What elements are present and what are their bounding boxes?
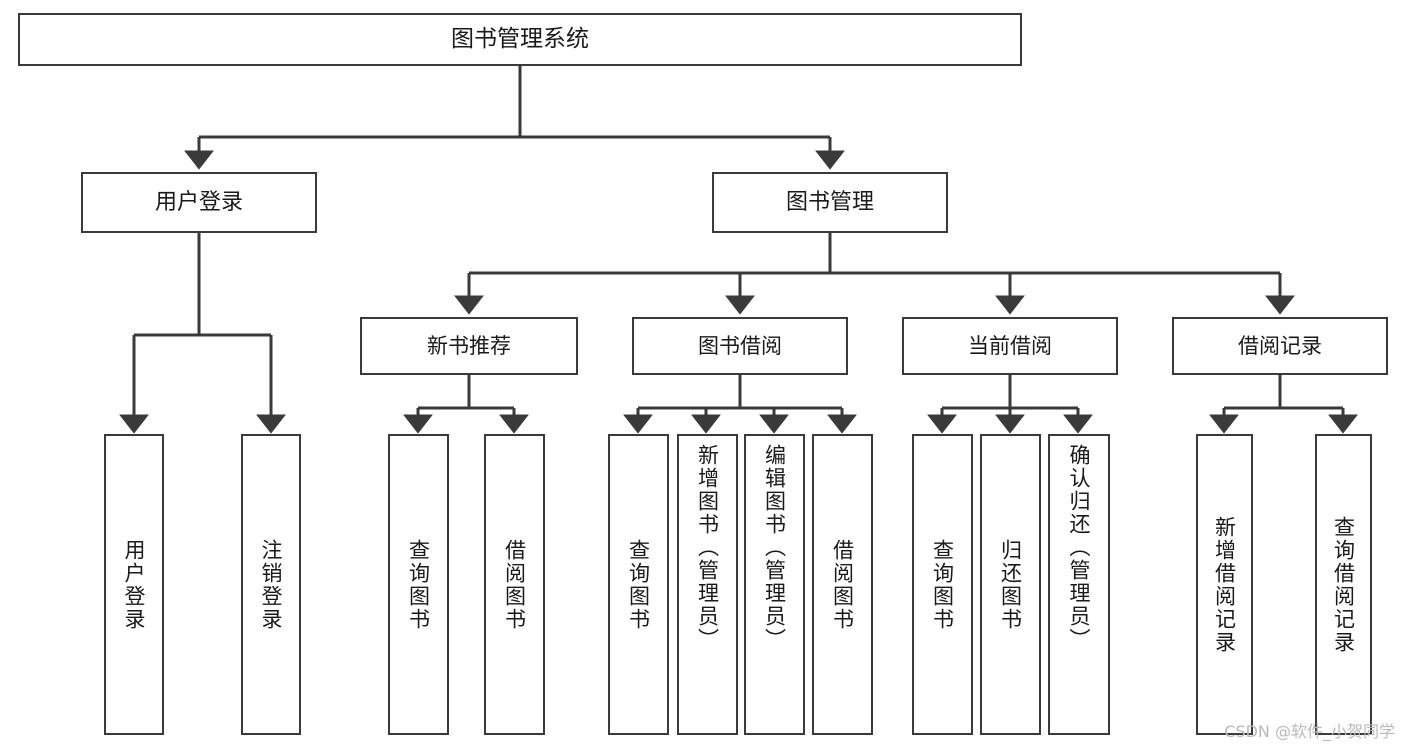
leaf-book-borrow-edit[interactable]: 编辑图书（管理员）: [744, 434, 805, 735]
node-root-system[interactable]: 图书管理系统: [18, 13, 1022, 66]
node-user-login-label: 用户登录: [154, 189, 243, 215]
node-new-book-recommend[interactable]: 新书推荐: [360, 317, 578, 375]
leaf-user-login-logout-label: 注销登录: [259, 538, 284, 631]
leaf-borrow-record-add[interactable]: 新增借阅记录: [1196, 434, 1253, 735]
leaf-book-borrow-borrow-label: 借阅图书: [830, 538, 855, 631]
leaf-current-borrow-query-label: 查询图书: [930, 538, 955, 631]
leaf-current-borrow-query[interactable]: 查询图书: [912, 434, 973, 735]
leaf-new-book-borrow-label: 借阅图书: [502, 538, 527, 631]
node-book-borrow[interactable]: 图书借阅: [632, 317, 848, 375]
leaf-book-borrow-query[interactable]: 查询图书: [608, 434, 669, 735]
node-new-book-recommend-label: 新书推荐: [427, 333, 511, 358]
leaf-current-borrow-return[interactable]: 归还图书: [980, 434, 1041, 735]
leaf-book-borrow-borrow[interactable]: 借阅图书: [812, 434, 873, 735]
leaf-user-login-logout[interactable]: 注销登录: [241, 434, 301, 735]
node-book-manage-label: 图书管理: [785, 189, 874, 215]
node-book-manage[interactable]: 图书管理: [712, 172, 948, 233]
leaf-book-borrow-add-label: 新增图书（管理员）: [695, 444, 720, 651]
leaf-new-book-query[interactable]: 查询图书: [388, 434, 449, 735]
leaf-book-borrow-add[interactable]: 新增图书（管理员）: [677, 434, 738, 735]
leaf-user-login-login-label: 用户登录: [122, 538, 147, 631]
leaf-borrow-record-add-label: 新增借阅记录: [1212, 515, 1237, 654]
leaf-current-borrow-confirm-return-label: 确认归还（管理员）: [1067, 444, 1092, 651]
node-user-login[interactable]: 用户登录: [81, 172, 317, 233]
node-current-borrow[interactable]: 当前借阅: [902, 317, 1118, 375]
leaf-user-login-login[interactable]: 用户登录: [104, 434, 164, 735]
leaf-current-borrow-return-label: 归还图书: [998, 538, 1023, 631]
leaf-borrow-record-query-label: 查询借阅记录: [1331, 515, 1356, 654]
leaf-new-book-borrow[interactable]: 借阅图书: [484, 434, 545, 735]
node-borrow-record[interactable]: 借阅记录: [1172, 317, 1388, 375]
leaf-borrow-record-query[interactable]: 查询借阅记录: [1315, 434, 1372, 735]
node-book-borrow-label: 图书借阅: [698, 333, 782, 358]
node-root-label: 图书管理系统: [451, 25, 589, 52]
node-borrow-record-label: 借阅记录: [1238, 333, 1322, 358]
leaf-book-borrow-edit-label: 编辑图书（管理员）: [762, 444, 787, 651]
leaf-book-borrow-query-label: 查询图书: [626, 538, 651, 631]
watermark-text: CSDN @软件_小贺同学: [1224, 722, 1395, 741]
leaf-new-book-query-label: 查询图书: [406, 538, 431, 631]
leaf-current-borrow-confirm-return[interactable]: 确认归还（管理员）: [1048, 434, 1110, 735]
node-current-borrow-label: 当前借阅: [968, 333, 1052, 358]
